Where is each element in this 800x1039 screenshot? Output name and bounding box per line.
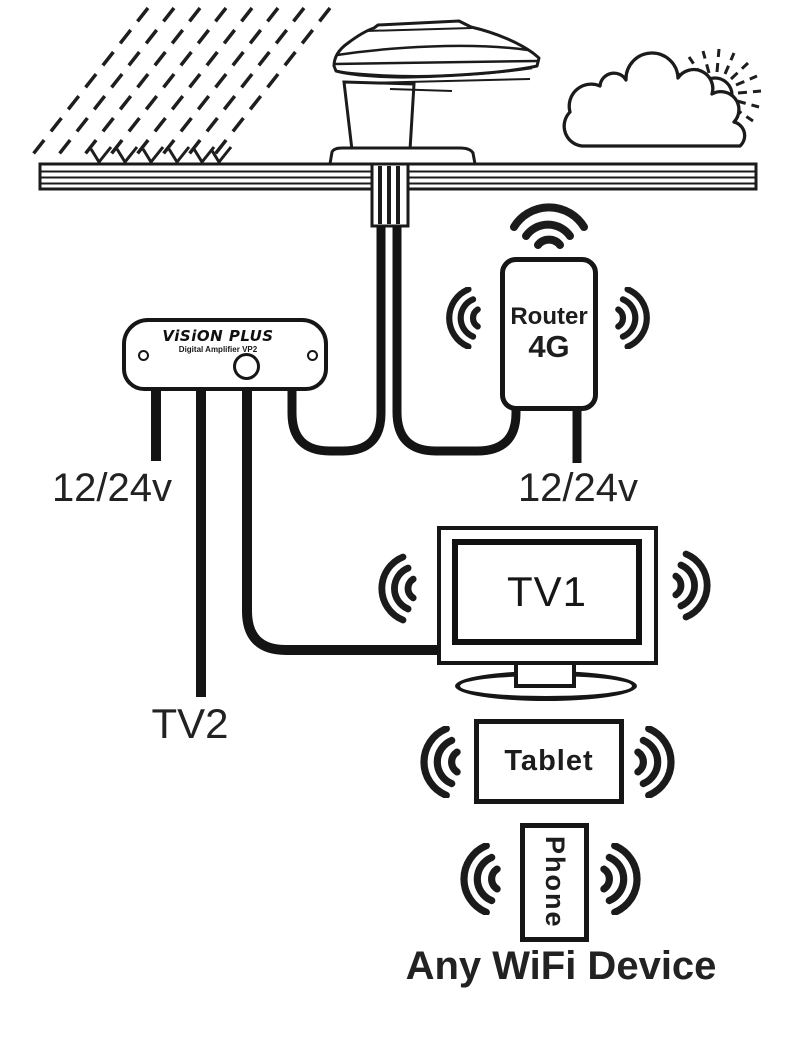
wifi-icon-router-left — [446, 287, 481, 349]
screw-hole-icon — [138, 350, 149, 361]
phone-label: Phone — [540, 836, 570, 929]
screw-hole-icon — [307, 350, 318, 361]
power-label-right: 12/24v — [517, 466, 639, 510]
cable-antenna-to-router — [392, 226, 521, 456]
caption-any-wifi-device: Any WiFi Device — [405, 944, 717, 988]
tv1-frame: TV1 — [437, 526, 658, 665]
phone-box: Phone — [520, 823, 589, 942]
wifi-icon-tv1-right — [672, 550, 711, 621]
wifi-icon-tablet-left — [420, 726, 461, 798]
wifi-icon-tv1-left — [378, 553, 417, 624]
amplifier-button-icon — [233, 353, 260, 380]
tablet-box: Tablet — [474, 719, 624, 804]
router-network-label: 4G — [528, 329, 570, 364]
cables — [151, 226, 582, 697]
router-box: Router 4G — [500, 257, 598, 411]
wifi-icon-phone-left — [460, 843, 501, 915]
wifi-icon-tablet-right — [634, 726, 675, 798]
wifi-icon-router-right — [615, 287, 650, 349]
amplifier-model-label: Digital Amplifier VP2 — [178, 345, 258, 354]
tablet-label: Tablet — [504, 745, 594, 777]
rain-splash-icon — [89, 146, 233, 164]
cable-tv1 — [242, 388, 437, 655]
cable-antenna-to-amplifier — [287, 226, 386, 456]
tv2-label: TV2 — [151, 700, 229, 747]
antenna-icon — [328, 19, 541, 228]
amplifier-box: ViSiON PLUS Digital Amplifier VP2 — [122, 318, 328, 391]
rain-icon — [28, 6, 332, 160]
router-label: Router — [510, 303, 588, 330]
power-label-left: 12/24v — [51, 466, 173, 510]
amplifier-brand-logo: ViSiON PLUS — [162, 327, 274, 345]
tv1-label: TV1 — [506, 568, 588, 615]
tv1-screen: TV1 — [452, 539, 642, 645]
wifi-icon-phone-right — [600, 843, 641, 915]
cloud-icon — [562, 51, 747, 148]
wifi-icon-router-top — [510, 203, 588, 249]
